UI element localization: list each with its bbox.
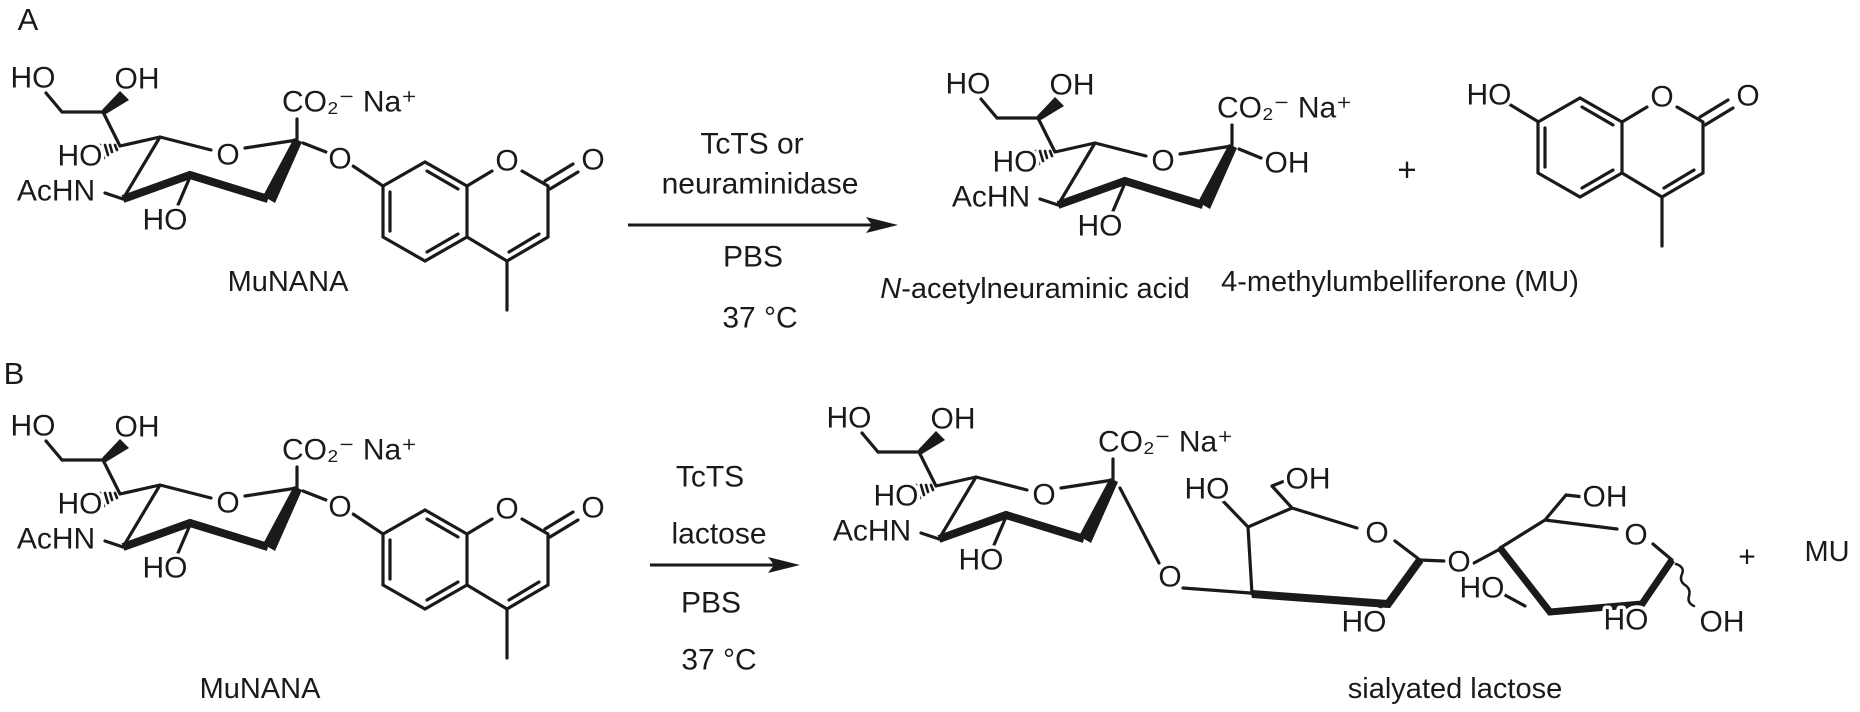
atom-label: O: [581, 492, 604, 525]
condition-b-enzyme: TcTS: [675, 460, 745, 494]
atom-label: OH: [115, 411, 160, 444]
atom-label: HO: [1604, 604, 1649, 637]
atom-label: O: [1447, 546, 1470, 579]
atom-label: OH: [115, 63, 160, 96]
plus-sign-a: +: [1397, 150, 1417, 188]
atom-label: HO: [827, 402, 872, 435]
label-munana-a: MuNANA: [227, 266, 349, 299]
squiggle-bond: [1674, 562, 1696, 608]
label-neu5ac: N-acetylneuraminic acid: [880, 273, 1190, 306]
atom-label: OH: [1700, 606, 1745, 639]
label-neu5ac-rest: -acetylneuraminic acid: [901, 273, 1190, 306]
panel-b-letter: B: [3, 355, 25, 391]
atom-label: O: [1032, 479, 1055, 512]
atom-label: CO₂⁻ Na⁺: [1217, 92, 1352, 125]
atom-label: HO: [11, 410, 56, 443]
atom-label: OH: [1583, 481, 1628, 514]
atom-label: CO₂⁻ Na⁺: [1098, 426, 1233, 459]
atom-label: OH: [931, 403, 976, 436]
atom-label: HO: [1460, 572, 1505, 605]
atom-label: HO: [1078, 210, 1123, 243]
condition-a-buffer: PBS: [722, 240, 784, 274]
atom-label: O: [1365, 517, 1388, 550]
structure-sialylated-lactose: [862, 431, 1696, 616]
label-neu5ac-italic-n: N: [880, 273, 902, 306]
structure-neu5ac: [981, 97, 1263, 211]
atom-label: O: [495, 145, 518, 178]
atom-label: HO: [1342, 606, 1387, 639]
atom-label: O: [216, 487, 239, 520]
label-munana-b: MuNANA: [199, 673, 321, 706]
atom-label: CO₂⁻ Na⁺: [282, 86, 417, 119]
label-mu-b: MU: [1804, 536, 1850, 569]
reaction-arrow-b: [650, 557, 800, 573]
plus-sign-b: +: [1738, 540, 1756, 574]
atom-label: HO: [143, 552, 188, 585]
panel-a-letter: A: [17, 1, 39, 37]
atom-label: HO: [58, 488, 103, 521]
atom-label: HO: [946, 68, 991, 101]
reaction-arrow-a: [628, 217, 898, 233]
atom-label: HO: [1467, 79, 1512, 112]
atom-label: O: [1151, 145, 1174, 178]
atom-label: AcHN: [952, 181, 1030, 214]
condition-a-temperature: 37 °C: [722, 301, 798, 335]
atom-label: O: [581, 144, 604, 177]
atom-label: OH: [1050, 69, 1095, 102]
atom-label: O: [328, 491, 351, 524]
atom-label: O: [328, 143, 351, 176]
atom-label: AcHN: [17, 175, 95, 208]
atom-label: HO: [874, 480, 919, 513]
structure-munana-b: [46, 439, 580, 660]
atom-label: O: [1158, 561, 1181, 594]
atom-label: HO: [959, 544, 1004, 577]
atom-label: OH: [1286, 463, 1331, 496]
label-sialyated-lactose: sialyated lactose: [1347, 673, 1563, 706]
atom-label: HO: [1185, 473, 1230, 506]
atom-label: O: [1736, 80, 1759, 113]
atom-label: O: [1650, 81, 1673, 114]
condition-b-buffer: PBS: [680, 586, 742, 620]
condition-a-enzyme-2: neuraminidase: [661, 167, 859, 201]
atom-label: O: [1624, 519, 1647, 552]
label-4mu: 4-methylumbelliferone (MU): [1221, 266, 1579, 299]
condition-a-enzyme-1: TcTS or: [700, 127, 804, 161]
atom-label: O: [216, 139, 239, 172]
atom-label: HO: [58, 140, 103, 173]
condition-b-acceptor: lactose: [671, 517, 767, 551]
atom-label: CO₂⁻ Na⁺: [282, 434, 417, 467]
atom-label: AcHN: [17, 523, 95, 556]
atom-label: HO: [143, 204, 188, 237]
atom-label: HO: [11, 62, 56, 95]
structure-munana-a: [46, 91, 580, 312]
structure-mu: [1507, 96, 1735, 248]
atom-label: OH: [1265, 147, 1310, 180]
atom-label: O: [495, 493, 518, 526]
atom-label: AcHN: [833, 515, 911, 548]
condition-b-temperature: 37 °C: [681, 643, 757, 677]
atom-label: HO: [993, 146, 1038, 179]
